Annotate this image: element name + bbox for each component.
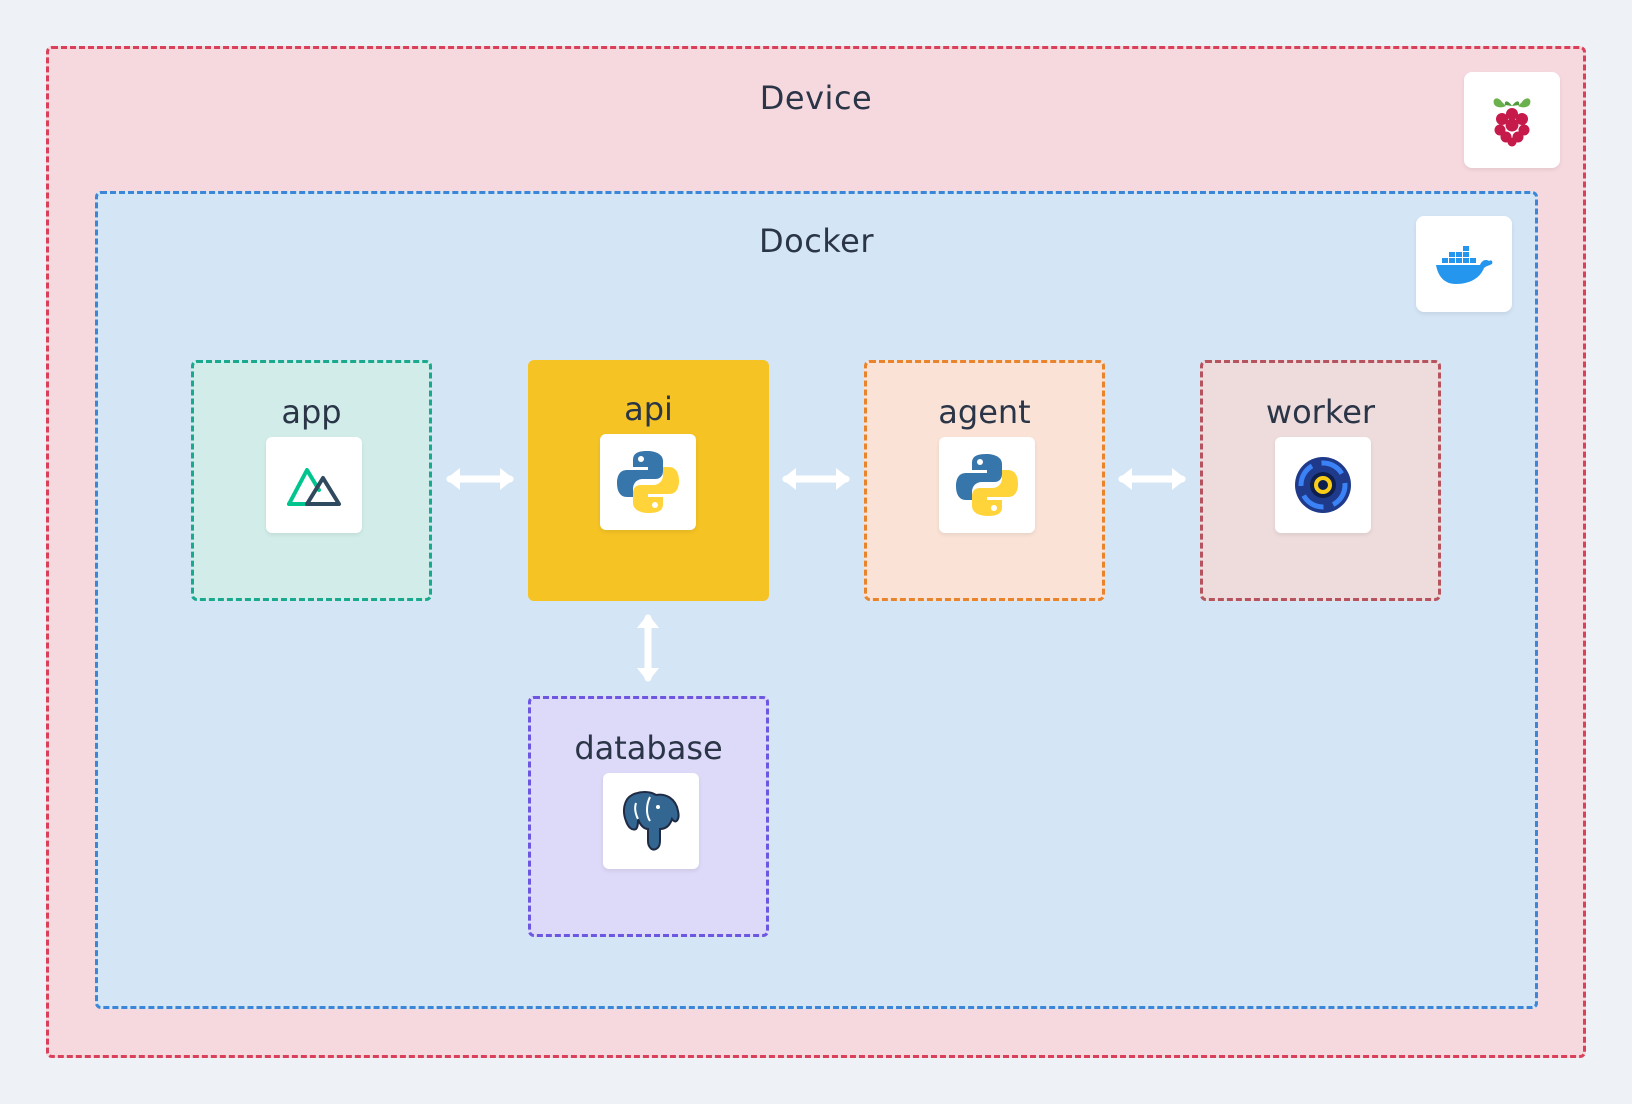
- app-service-box: app: [191, 360, 432, 601]
- connector-api-agent: [782, 468, 850, 490]
- agent-service-label: agent: [938, 393, 1031, 431]
- python-icon: [939, 437, 1035, 533]
- postgresql-icon: [603, 773, 699, 869]
- connector-api-database: [637, 614, 659, 682]
- connector-agent-worker: [1118, 468, 1186, 490]
- app-service-label: app: [281, 393, 342, 431]
- worker-service-label: worker: [1265, 393, 1376, 431]
- raspberry-pi-icon: [1464, 72, 1560, 168]
- api-service-box: api: [528, 360, 769, 601]
- connector-app-api: [446, 468, 514, 490]
- nuxt-icon: [266, 437, 362, 533]
- python-icon: [600, 434, 696, 530]
- api-service-label: api: [624, 390, 673, 428]
- docker-icon: [1416, 216, 1512, 312]
- docker-title: Docker: [758, 222, 875, 260]
- worker-service-box: worker: [1200, 360, 1441, 601]
- device-title: Device: [759, 79, 873, 117]
- worker-icon: [1275, 437, 1371, 533]
- agent-service-box: agent: [864, 360, 1105, 601]
- database-service-label: database: [574, 729, 723, 767]
- database-service-box: database: [528, 696, 769, 937]
